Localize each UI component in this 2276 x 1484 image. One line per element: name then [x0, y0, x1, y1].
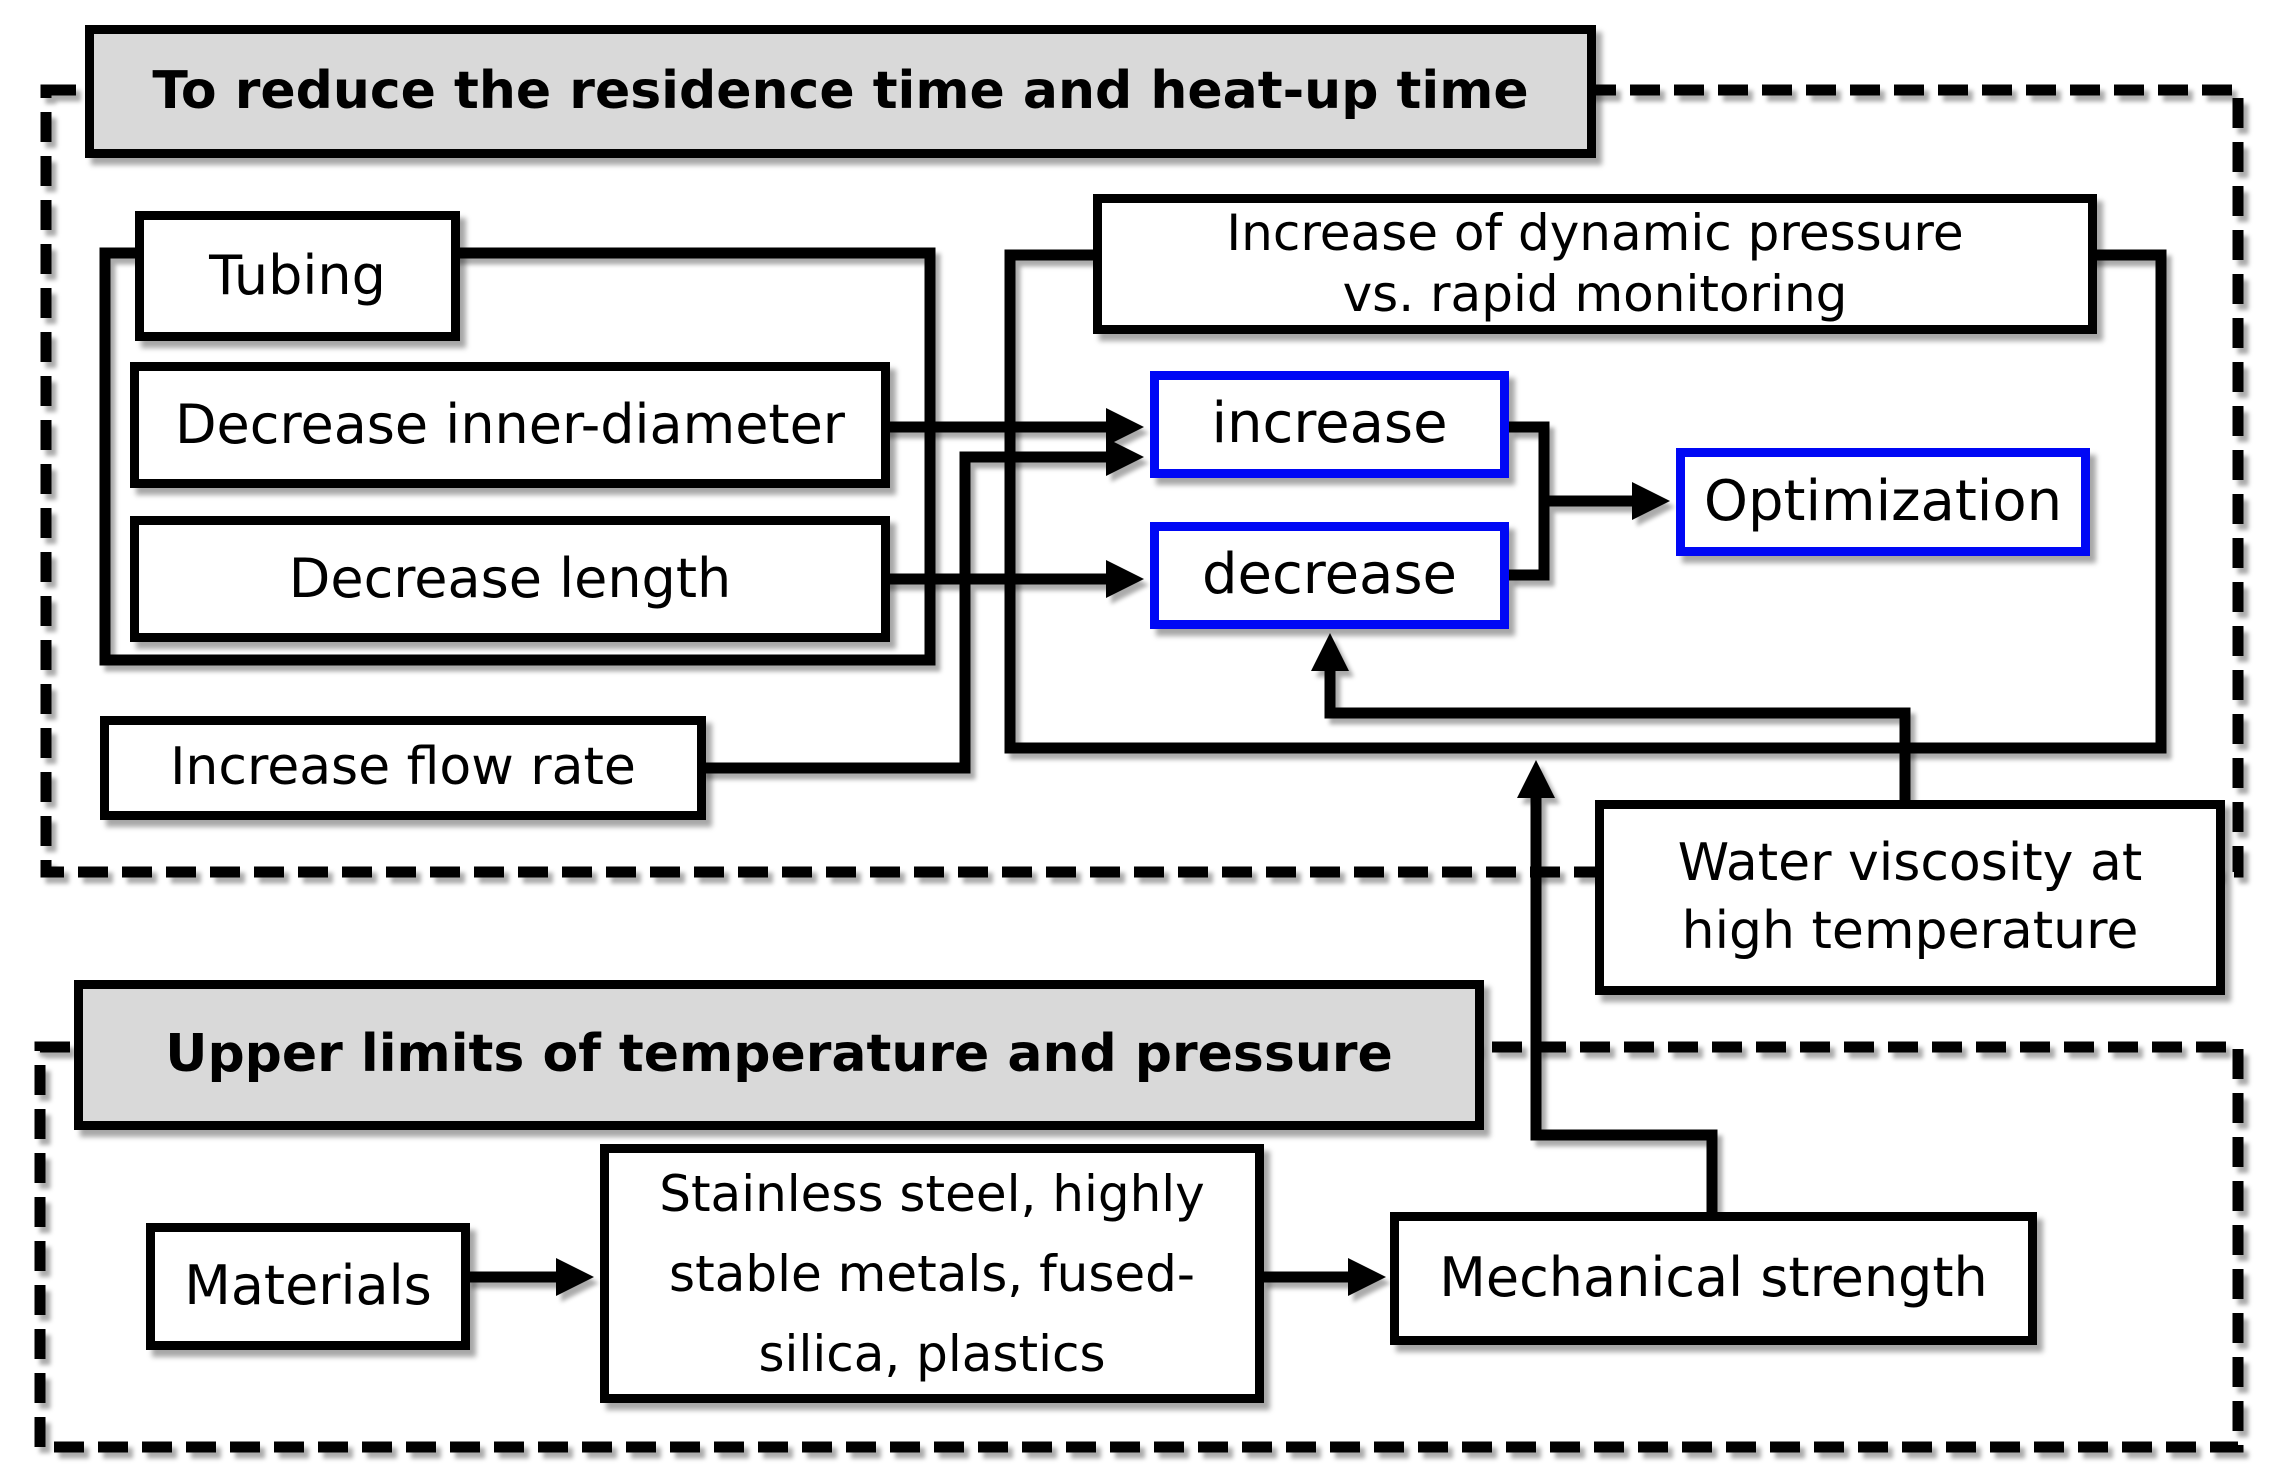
increase-box: increase	[1150, 371, 1509, 478]
optimization-box: Optimization	[1676, 448, 2090, 556]
upper-limits-section-border	[34, 1041, 2244, 1453]
decrease-inner-diameter-box: Decrease inner-diameter	[130, 362, 890, 488]
tubing-box: Tubing	[135, 211, 460, 341]
increase-flow-rate-box: Increase flow rate	[100, 716, 706, 820]
bracket-increase-decrease	[1509, 421, 1550, 581]
arrow-flow-rate-to-increase	[700, 438, 1144, 774]
section-title-reduce-time: To reduce the residence time and heat-up…	[85, 25, 1596, 158]
reduce-time-section-border	[40, 84, 2244, 878]
tubing-group-border	[99, 247, 936, 666]
decrease-length-box: Decrease length	[130, 516, 890, 642]
mechanical-strength-box: Mechanical strength	[1390, 1212, 2037, 1345]
materials-box: Materials	[146, 1223, 470, 1350]
section-title-upper-limits: Upper limits of temperature and pressure	[74, 980, 1484, 1130]
arrow-mechanical-to-pressure-group	[1517, 760, 1718, 1212]
dynamic-pressure-header-box: Increase of dynamic pressure vs. rapid m…	[1093, 194, 2097, 334]
arrow-viscosity-to-decrease	[1311, 633, 1911, 800]
materials-list-box: Stainless steel, highly stable metals, f…	[600, 1144, 1264, 1403]
decrease-box: decrease	[1150, 522, 1509, 629]
water-viscosity-box: Water viscosity at high temperature	[1595, 800, 2225, 995]
